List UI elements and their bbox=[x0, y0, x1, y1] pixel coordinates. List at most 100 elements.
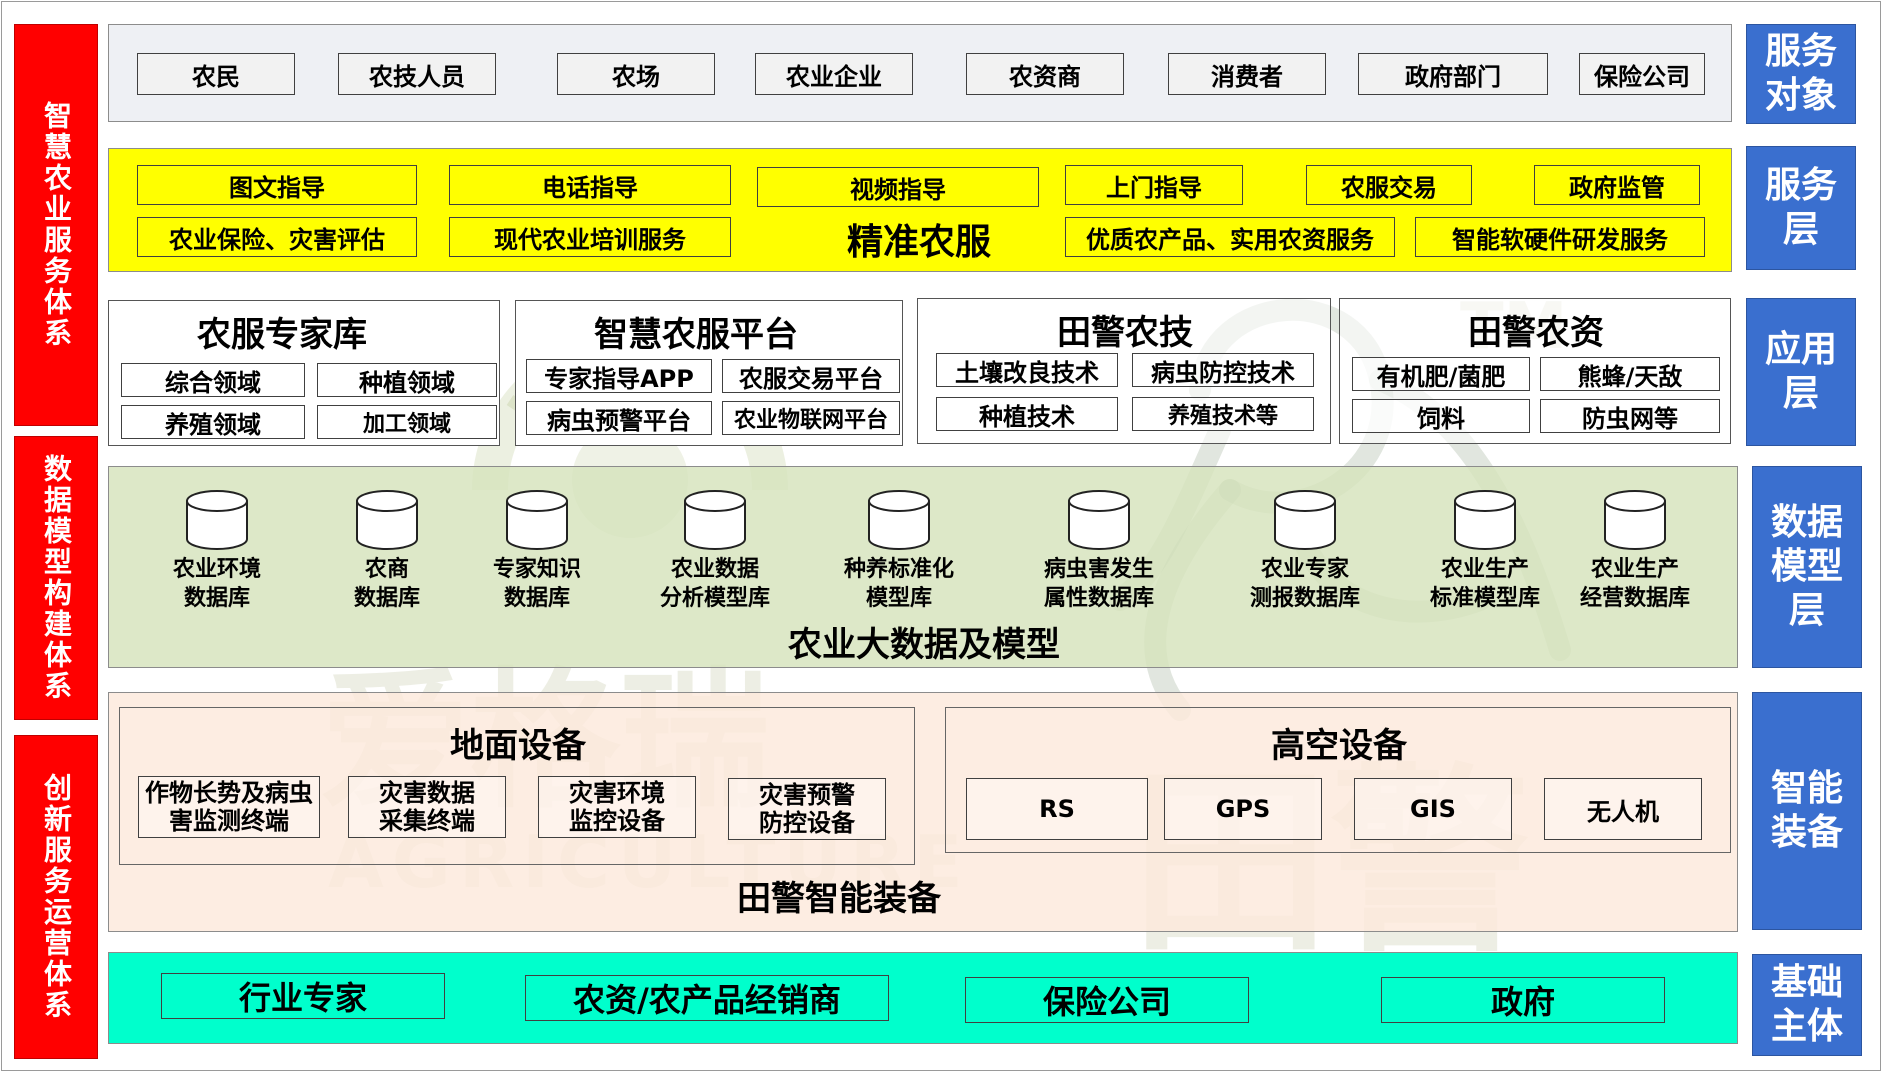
database-label-line: 农商 bbox=[364, 557, 409, 582]
database-label-line: 测报数据库 bbox=[1249, 586, 1360, 611]
equipment-layer-title: 田警智能装备 bbox=[737, 879, 941, 919]
database-item: 农业生产标准模型库 bbox=[1385, 489, 1585, 619]
label-smart-service-system: 智慧农业服务体系 bbox=[14, 24, 98, 426]
label-line: 装备 bbox=[1770, 812, 1843, 853]
service-box: 智能软硬件研发服务 bbox=[1415, 217, 1705, 257]
object-box: 农民 bbox=[137, 53, 295, 95]
object-box: 消费者 bbox=[1168, 53, 1326, 95]
label-line: 基础 bbox=[1770, 962, 1843, 1003]
ground-device-box: 灾害预警 防控设备 bbox=[728, 778, 886, 840]
device-line: 灾害环境 bbox=[569, 779, 665, 807]
service-box: 图文指导 bbox=[137, 165, 417, 205]
app-item: 专家指导APP bbox=[526, 359, 712, 393]
app-expert-library: 农服专家库 综合领域 种植领域 养殖领域 加工领域 bbox=[108, 300, 500, 446]
app-item: 加工领域 bbox=[317, 405, 497, 439]
database-item: 专家知识数据库 bbox=[437, 489, 637, 619]
database-label-line: 农业环境 bbox=[172, 557, 261, 582]
base-box: 行业专家 bbox=[161, 973, 445, 1019]
label-line: 应用 bbox=[1764, 329, 1837, 370]
object-box: 农资商 bbox=[966, 53, 1124, 95]
base-box: 保险公司 bbox=[965, 977, 1249, 1023]
database-item: 农业环境数据库 bbox=[117, 489, 317, 619]
label-line: 对象 bbox=[1764, 75, 1837, 116]
database-row: 农业环境数据库农商数据库专家知识数据库农业数据分析模型库种养标准化模型库病虫害发… bbox=[109, 467, 1739, 627]
database-icon bbox=[684, 490, 746, 550]
object-box: 农场 bbox=[557, 53, 715, 95]
service-objects-layer: 农民 农技人员 农场 农业企业 农资商 消费者 政府部门 保险公司 bbox=[108, 24, 1732, 122]
label-text: 创新服务运营体系 bbox=[40, 773, 73, 1021]
database-label-line: 标准模型库 bbox=[1429, 586, 1540, 611]
app-agri-tech: 田警农技 土壤改良技术 病虫防控技术 种植技术 养殖技术等 bbox=[917, 298, 1331, 444]
label-line: 模型 bbox=[1770, 546, 1843, 587]
database-label-line: 农业专家 bbox=[1260, 557, 1349, 582]
database-label: 病虫害发生属性数据库 bbox=[999, 555, 1199, 613]
app-item: 土壤改良技术 bbox=[936, 353, 1118, 387]
database-icon bbox=[868, 490, 930, 550]
database-label: 农业数据分析模型库 bbox=[615, 555, 815, 613]
service-box: 政府监管 bbox=[1534, 165, 1700, 205]
database-label: 农业专家测报数据库 bbox=[1205, 555, 1405, 613]
app-item: 熊蜂/天敌 bbox=[1540, 357, 1720, 391]
label-line: 服务 bbox=[1764, 165, 1837, 206]
label-line: 层 bbox=[1788, 590, 1825, 631]
ground-device-box: 作物长势及病虫 害监测终端 bbox=[138, 776, 320, 838]
database-label-line: 专家知识 bbox=[492, 557, 581, 582]
base-subject-layer: 行业专家 农资/农产品经销商 保险公司 政府 bbox=[108, 952, 1738, 1044]
database-item: 农业专家测报数据库 bbox=[1205, 489, 1405, 619]
label-smart-equipment: 智能装备 bbox=[1752, 692, 1862, 930]
app-item: 种植领域 bbox=[317, 363, 497, 397]
database-item: 农业数据分析模型库 bbox=[615, 489, 815, 619]
app-item: 农服交易平台 bbox=[722, 359, 900, 393]
database-label: 农业生产标准模型库 bbox=[1385, 555, 1585, 613]
object-box: 政府部门 bbox=[1358, 53, 1548, 95]
label-app-layer: 应用层 bbox=[1746, 298, 1856, 446]
database-label: 专家知识数据库 bbox=[437, 555, 637, 613]
service-box: 电话指导 bbox=[449, 165, 731, 205]
service-box: 优质农产品、实用农资服务 bbox=[1065, 217, 1395, 257]
app-item: 农业物联网平台 bbox=[722, 401, 900, 435]
ground-device-box: 灾害环境 监控设备 bbox=[538, 776, 696, 838]
database-icon bbox=[1068, 490, 1130, 550]
label-line: 层 bbox=[1782, 373, 1819, 414]
precision-service-title: 精准农服 bbox=[846, 222, 991, 263]
label-data-model-system: 数据模型构建体系 bbox=[14, 436, 98, 720]
database-item: 农商数据库 bbox=[287, 489, 487, 619]
app-title: 田警农技 bbox=[1057, 313, 1193, 353]
app-item: 病虫防控技术 bbox=[1132, 353, 1314, 387]
air-device-box: 无人机 bbox=[1544, 778, 1702, 840]
database-icon bbox=[186, 490, 248, 550]
service-layer: 图文指导 电话指导 视频指导 上门指导 农服交易 政府监管 农业保险、灾害评估 … bbox=[108, 148, 1732, 272]
label-line: 数据 bbox=[1770, 502, 1843, 543]
app-title: 田警农资 bbox=[1468, 313, 1604, 353]
smart-equipment-layer: 地面设备 作物长势及病虫 害监测终端 灾害数据 采集终端 灾害环境 监控设备 灾… bbox=[108, 692, 1738, 932]
database-label: 农业环境数据库 bbox=[117, 555, 317, 613]
label-text: 智慧农业服务体系 bbox=[40, 101, 73, 349]
app-item: 防虫网等 bbox=[1540, 399, 1720, 433]
service-box: 视频指导 bbox=[757, 167, 1039, 207]
data-model-layer: 农业环境数据库农商数据库专家知识数据库农业数据分析模型库种养标准化模型库病虫害发… bbox=[108, 466, 1738, 668]
app-item: 养殖技术等 bbox=[1132, 397, 1314, 431]
device-line: 灾害数据 bbox=[379, 779, 475, 807]
label-base-subject: 基础主体 bbox=[1752, 954, 1862, 1056]
label-service-objects: 服务对象 bbox=[1746, 24, 1856, 124]
database-icon bbox=[1454, 490, 1516, 550]
database-label: 种养标准化模型库 bbox=[799, 555, 999, 613]
label-operation-system: 创新服务运营体系 bbox=[14, 735, 98, 1059]
database-label-line: 属性数据库 bbox=[1043, 586, 1154, 611]
app-smart-platform: 智慧农服平台 专家指导APP 农服交易平台 病虫预警平台 农业物联网平台 bbox=[515, 300, 903, 446]
app-title: 智慧农服平台 bbox=[594, 315, 798, 355]
database-label-line: 数据库 bbox=[353, 586, 420, 611]
database-item: 农业生产经营数据库 bbox=[1535, 489, 1735, 619]
device-line: 监控设备 bbox=[569, 807, 665, 835]
data-layer-title: 农业大数据及模型 bbox=[788, 625, 1060, 665]
database-label-line: 数据库 bbox=[503, 586, 570, 611]
label-line: 智能 bbox=[1770, 768, 1843, 809]
database-icon bbox=[506, 490, 568, 550]
device-line: 采集终端 bbox=[379, 807, 475, 835]
service-box: 农业保险、灾害评估 bbox=[137, 217, 417, 257]
air-device-box: GPS bbox=[1164, 778, 1322, 840]
database-label-line: 分析模型库 bbox=[659, 586, 770, 611]
database-label-line: 经营数据库 bbox=[1579, 586, 1690, 611]
device-line: 作物长势及病虫 bbox=[145, 779, 313, 807]
